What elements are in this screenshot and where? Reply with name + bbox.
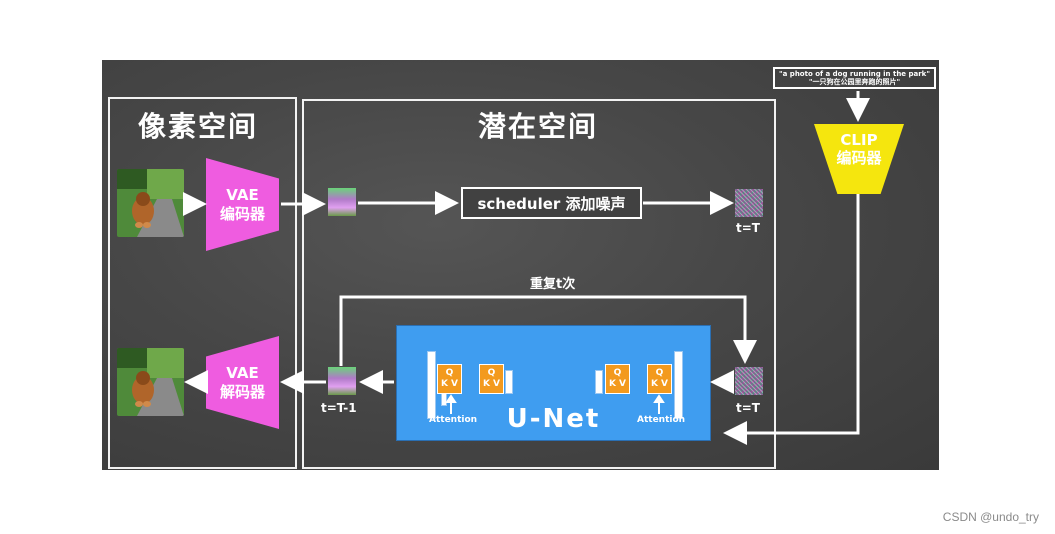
unet-label: U-Net <box>506 404 601 434</box>
vae-decoder-line1: VAE <box>226 363 259 382</box>
input-dog-image <box>117 169 184 237</box>
noisy-latent-bottom <box>735 367 763 395</box>
clip-prompt-box: "a photo of a dog running in the park" "… <box>773 67 936 89</box>
attention-label-left: Attention <box>429 415 478 425</box>
noisy-latent-top <box>735 189 763 217</box>
arrow-repeat-loop <box>339 295 757 366</box>
unet-bar <box>595 370 603 394</box>
timestep-top-right: t=T <box>736 221 760 235</box>
latent-image-denoised <box>328 367 356 395</box>
clip-encoder-line1: CLIP <box>840 131 878 149</box>
vae-encoder-line2: 编码器 <box>219 204 265 223</box>
pixel-space-panel <box>108 97 297 469</box>
unet-bar <box>674 351 683 419</box>
latent-image-encoded <box>328 188 356 216</box>
scheduler-box: scheduler 添加噪声 <box>461 187 642 219</box>
output-dog-image <box>117 348 184 416</box>
clip-prompt-zh: "一只狗在公园里奔跑的照片" <box>808 78 901 86</box>
vae-encoder-line1: VAE <box>226 185 259 204</box>
timestep-bottom-left: t=T-1 <box>321 401 357 415</box>
vae-decoder-line2: 解码器 <box>219 382 265 401</box>
scheduler-label: scheduler 添加噪声 <box>477 194 626 213</box>
attention-label-right: Attention <box>637 415 686 425</box>
latent-space-panel <box>302 99 776 469</box>
unet-bar <box>505 370 513 394</box>
clip-encoder-line2: 编码器 <box>836 149 882 167</box>
pixel-space-title: 像素空间 <box>138 110 259 143</box>
csdn-watermark: CSDN @undo_try <box>942 510 1039 524</box>
clip-prompt-en: "a photo of a dog running in the park" <box>779 70 930 78</box>
unet-bar <box>427 351 436 419</box>
loop-label: 重复t次 <box>530 277 576 292</box>
timestep-bottom-right: t=T <box>736 401 760 415</box>
latent-space-title: 潜在空间 <box>478 110 599 143</box>
arrow-clip-to-unet <box>723 194 860 445</box>
